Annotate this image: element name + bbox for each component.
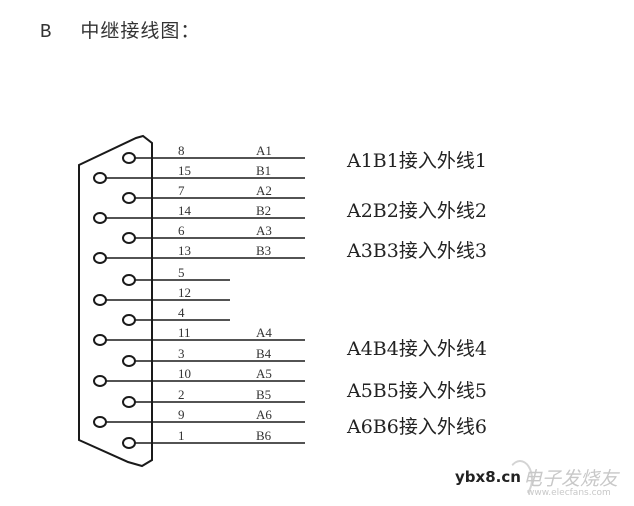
pin-number: 2: [178, 387, 185, 402]
external-line-label-6: A6B6接入外线6: [347, 416, 487, 438]
pin-2: 2 B5: [122, 387, 305, 408]
pin-4: 4: [122, 305, 230, 326]
signal-label: B4: [256, 346, 272, 361]
pin-group: 8 A1 15 B1 7 A2 14 B2 6 A3 13 B3 5 12 4 11 A4 3 B4 10 A5 2 B5 9…: [93, 143, 305, 449]
title-letter: B: [40, 21, 53, 43]
watermark-left-text: ybx8.cn: [455, 468, 521, 486]
pin-6: 6 A3: [122, 223, 305, 244]
pin-hole-icon: [122, 274, 136, 286]
pin-hole-icon: [93, 416, 107, 428]
signal-label: A2: [256, 183, 272, 198]
pin-7: 7 A2: [122, 183, 305, 204]
pin-number: 12: [178, 285, 191, 300]
pin-10: 10 A5: [93, 366, 305, 387]
pin-1: 1 B6: [122, 428, 305, 449]
pin-hole-icon: [122, 396, 136, 408]
signal-label: B1: [256, 163, 271, 178]
pin-hole-icon: [93, 334, 107, 346]
pin-12: 12: [93, 285, 230, 306]
pin-hole-icon: [93, 252, 107, 264]
pin-hole-icon: [122, 355, 136, 367]
external-line-label-2: A2B2接入外线2: [347, 200, 487, 222]
signal-label: B6: [256, 428, 272, 443]
diagram-title: B 中继接线图：: [40, 16, 200, 43]
pin-hole-icon: [122, 192, 136, 204]
pin-hole-icon: [93, 172, 107, 184]
watermark-logo-icon: [507, 460, 533, 498]
pin-15: 15 B1: [93, 163, 305, 184]
signal-label: B5: [256, 387, 271, 402]
pin-14: 14 B2: [93, 203, 305, 224]
pin-11: 11 A4: [93, 325, 305, 346]
pin-hole-icon: [122, 152, 136, 164]
pin-9: 9 A6: [93, 407, 305, 428]
title-text: 中继接线图：: [80, 20, 201, 42]
pin-number: 8: [178, 143, 185, 158]
pin-number: 14: [178, 203, 192, 218]
pin-number: 1: [178, 428, 185, 443]
signal-label: B2: [256, 203, 271, 218]
connector-housing-outline: [78, 134, 153, 468]
external-line-label-1: A1B1接入外线1: [347, 150, 487, 172]
pin-number: 11: [178, 325, 191, 340]
pin-3: 3 B4: [122, 346, 305, 367]
pin-number: 6: [178, 223, 185, 238]
signal-label: A4: [256, 325, 272, 340]
pin-hole-icon: [122, 314, 136, 326]
signal-label: A3: [256, 223, 272, 238]
external-line-label-4: A4B4接入外线4: [347, 338, 487, 360]
pin-hole-icon: [93, 375, 107, 387]
pin-hole-icon: [93, 212, 107, 224]
pin-number: 7: [178, 183, 185, 198]
watermark: ybx8.cn 电子发烧友 www.elecfans.com: [455, 460, 630, 500]
pin-8: 8 A1: [122, 143, 305, 164]
watermark-right-text: 电子发烧友: [523, 468, 619, 490]
pin-number: 5: [178, 265, 185, 280]
external-line-label-3: A3B3接入外线3: [347, 240, 487, 262]
signal-label: A6: [256, 407, 272, 422]
pin-number: 3: [178, 346, 185, 361]
pin-number: 13: [178, 243, 191, 258]
pin-hole-icon: [122, 437, 136, 449]
watermark-url: www.elecfans.com: [527, 488, 611, 498]
signal-label: A1: [256, 143, 272, 158]
pin-13: 13 B3: [93, 243, 305, 264]
pin-number: 9: [178, 407, 185, 422]
pin-number: 4: [178, 305, 185, 320]
pin-number: 15: [178, 163, 191, 178]
pin-hole-icon: [122, 232, 136, 244]
signal-label: A5: [256, 366, 272, 381]
pin-5: 5: [122, 265, 230, 286]
pin-number: 10: [178, 366, 191, 381]
pin-hole-icon: [93, 294, 107, 306]
external-line-label-5: A5B5接入外线5: [347, 380, 487, 402]
signal-label: B3: [256, 243, 271, 258]
